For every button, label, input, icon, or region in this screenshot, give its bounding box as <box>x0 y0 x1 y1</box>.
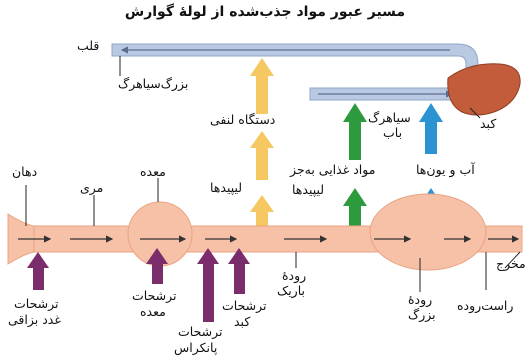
gastric-secretion-label-1: ترشحات <box>132 288 177 303</box>
liver-secretion-label-1: ترشحات <box>222 298 267 313</box>
heart-label: قلب <box>77 38 99 53</box>
liver-secretion-label-2: کبد <box>234 314 250 329</box>
lymph-arrow-upper <box>250 58 274 114</box>
nutrients-label-2: لیپیدها <box>292 182 324 197</box>
portal-vein-label-2: باب <box>383 125 402 140</box>
gastric-secretion-label-2: معده <box>140 304 166 319</box>
pancreas-secretion-label-2: پانکراس <box>174 340 217 355</box>
pancreas-secretion-label-1: ترشحات <box>178 324 223 339</box>
nutrients-label-1: مواد غذایی به‌جز <box>290 162 375 177</box>
water-arrow-upper <box>419 103 443 154</box>
vena-cava-vessel <box>112 44 478 80</box>
large-intestine-label-2: بزرگ <box>408 307 436 322</box>
lipids-label: لیپیدها <box>210 180 242 195</box>
lymph-system-label: دستگاه لنفی <box>210 112 275 127</box>
diagram-title: مسیر عبور مواد جذب‌شده از لولهٔ گوارش <box>40 4 490 20</box>
rectum-label: راست‌روده <box>457 298 513 313</box>
saliva-secretion-arrow <box>27 252 49 290</box>
portal-vein-label-1: سیاهرگ <box>368 110 411 125</box>
water-ions-label: آب و یون‌ها <box>416 162 475 177</box>
large-intestine-shape <box>370 194 486 270</box>
vena-cava-label: بزرگ‌سیاهرگ <box>118 76 188 91</box>
pancreas-secretion-arrow <box>197 248 219 322</box>
portal-vein-vessel <box>310 88 460 100</box>
nutrient-arrow-upper <box>343 103 367 160</box>
stomach-label: معده <box>140 164 166 179</box>
esophagus-label: مری <box>80 180 103 195</box>
liver-label: کبد <box>480 116 496 131</box>
small-intestine-label-1: رودهٔ <box>282 268 306 283</box>
large-intestine-label-1: رودهٔ <box>408 292 432 307</box>
small-intestine-label-2: باریک <box>277 283 305 298</box>
outlet-label: مخرج <box>496 256 526 271</box>
mouth-label: دهان <box>12 164 37 179</box>
liver-secretion-arrow <box>228 248 250 294</box>
lymph-arrow-middle <box>250 131 274 180</box>
liver-shape <box>448 64 520 115</box>
saliva-secretion-label-2: غدد بزاقی <box>8 312 61 327</box>
saliva-secretion-label-1: ترشحات <box>14 296 59 311</box>
